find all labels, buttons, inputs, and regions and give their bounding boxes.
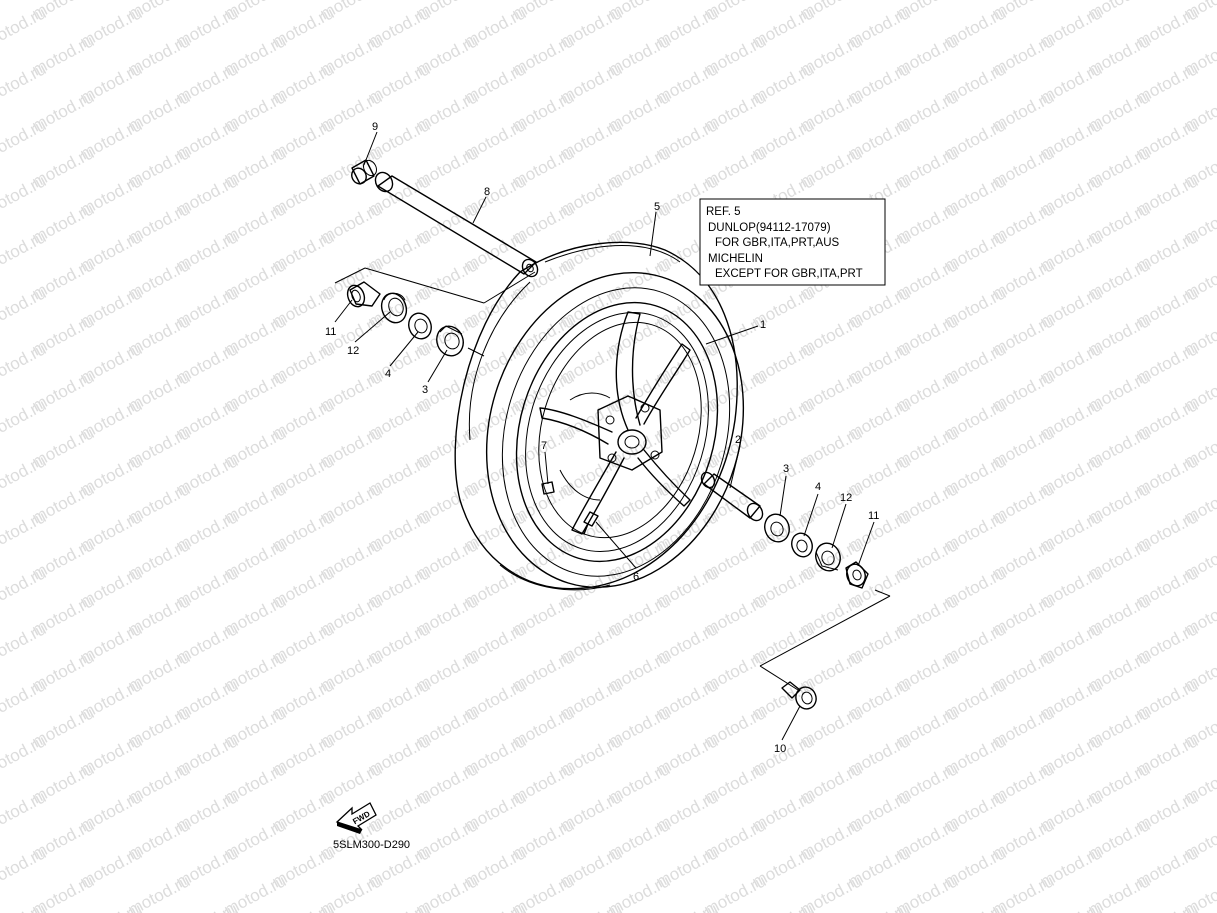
watermark-text: motod.ru — [461, 899, 529, 913]
watermark-text: motod.ru — [269, 899, 337, 913]
watermark-text: motod.ru — [845, 899, 913, 913]
watermark-text: motod.ru — [0, 843, 49, 891]
watermark-text: motod.ru — [749, 899, 817, 913]
watermark-text: motod.ru — [0, 563, 49, 611]
group-line-right — [759, 589, 891, 691]
collar-9 — [351, 159, 377, 185]
callout-12-left: 12 — [347, 345, 359, 357]
watermark-text: motod.ru — [0, 787, 49, 835]
watermark-text: motod.ru — [0, 619, 49, 667]
collar-11-left — [346, 281, 381, 308]
watermark-text: motod.ru — [0, 3, 49, 51]
bearing-3-left — [436, 325, 464, 357]
watermark-text: motod.ru — [0, 451, 49, 499]
spacer-8 — [374, 171, 539, 278]
bearing-4-left — [408, 312, 432, 340]
watermark-text: motod.ru — [0, 171, 49, 219]
watermark-text: motod.ru — [0, 731, 49, 779]
watermark-text: motod.ru — [0, 339, 49, 387]
cast-wheel — [515, 301, 719, 563]
watermark-text: motod.ru — [1133, 899, 1201, 913]
bolt-10 — [781, 681, 817, 710]
drawing-code: 5SLM300-D290 — [333, 839, 410, 851]
collar-11-right — [845, 561, 869, 589]
callout-5: 5 — [654, 201, 660, 213]
watermark-text: motod.ru — [0, 227, 49, 275]
callout-1: 1 — [760, 319, 766, 331]
watermark-text: motod.ru — [0, 0, 1, 24]
ref-note: REF. 5 DUNLOP(94112-17079) FOR GBR,ITA,P… — [699, 198, 886, 286]
watermark-text: motod.ru — [173, 899, 241, 913]
callout-11-right: 11 — [868, 510, 879, 522]
callout-9: 9 — [372, 121, 378, 133]
watermark-text: motod.ru — [557, 899, 625, 913]
tire-valve — [583, 511, 599, 535]
callout-2: 2 — [735, 434, 741, 446]
tire-assembly — [454, 241, 745, 591]
leader-lines — [334, 131, 875, 741]
oil-seal-12-right — [815, 542, 841, 572]
callout-4-right: 4 — [815, 481, 821, 493]
ref-note-line-1: REF. 5 — [706, 206, 741, 218]
ref-note-line-4: MICHELIN — [708, 253, 763, 265]
watermark-text: motod.ru — [0, 675, 49, 723]
spacer-2 — [700, 471, 764, 522]
watermark-text: motod.ru — [0, 59, 49, 107]
callout-4-left: 4 — [385, 368, 391, 380]
watermark-text: motod.ru — [365, 899, 433, 913]
oil-seal-12-left — [380, 292, 408, 324]
callout-10: 10 — [774, 743, 786, 755]
ref-note-line-5: EXCEPT FOR GBR,ITA,PRT — [715, 268, 863, 280]
group-line-left — [334, 267, 536, 357]
bearing-3-right — [764, 513, 790, 543]
watermark-text: motod.ru — [0, 283, 49, 331]
watermark-text: motod.ru — [653, 899, 721, 913]
watermark-text: motod.ru — [941, 899, 1009, 913]
watermark-text: motod.ru — [0, 507, 49, 555]
callout-3-left: 3 — [422, 384, 428, 396]
ref-note-line-3: FOR GBR,ITA,PRT,AUS — [715, 237, 840, 249]
callout-8: 8 — [484, 186, 490, 198]
callout-7: 7 — [541, 440, 547, 452]
callout-12-right: 12 — [840, 492, 852, 504]
watermark-text: motod.ru — [0, 395, 49, 443]
balance-weight — [541, 481, 555, 495]
callout-3-right: 3 — [783, 463, 789, 475]
callout-6: 6 — [633, 571, 639, 583]
watermark-text: motod.ru — [77, 899, 145, 913]
watermark-text: motod.ru — [0, 115, 49, 163]
callout-11-left: 11 — [325, 326, 336, 338]
callout-numbers: 9 8 5 1 2 7 6 11 12 4 3 3 4 12 11 10 — [325, 121, 879, 755]
ref-note-line-2: DUNLOP(94112-17079) — [708, 222, 831, 234]
bearing-4-right — [791, 532, 813, 558]
watermark-text: motod.ru — [1037, 899, 1105, 913]
